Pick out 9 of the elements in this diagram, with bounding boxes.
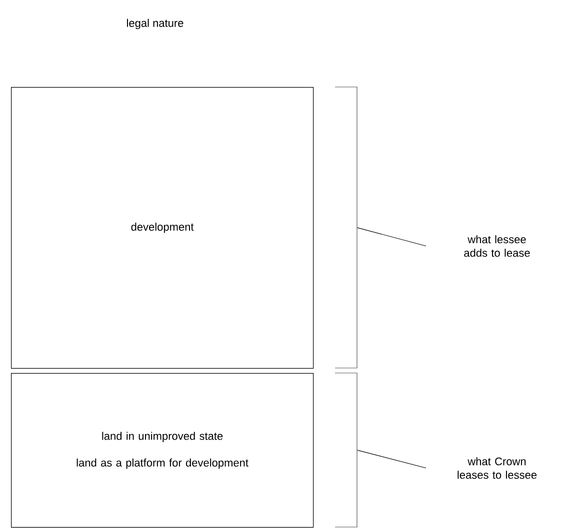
bracket-label: what lessee adds to lease — [464, 235, 530, 257]
bracket-label: what Crown leases to lessee — [458, 457, 537, 479]
leader-line — [357, 227, 426, 246]
text-box: development — [11, 87, 314, 369]
title: legal nature — [127, 18, 184, 30]
text-box: land in unimproved state land as a platform for development — [11, 373, 314, 528]
leader-line — [357, 450, 426, 468]
bracket — [334, 86, 358, 368]
bracket — [334, 372, 358, 528]
